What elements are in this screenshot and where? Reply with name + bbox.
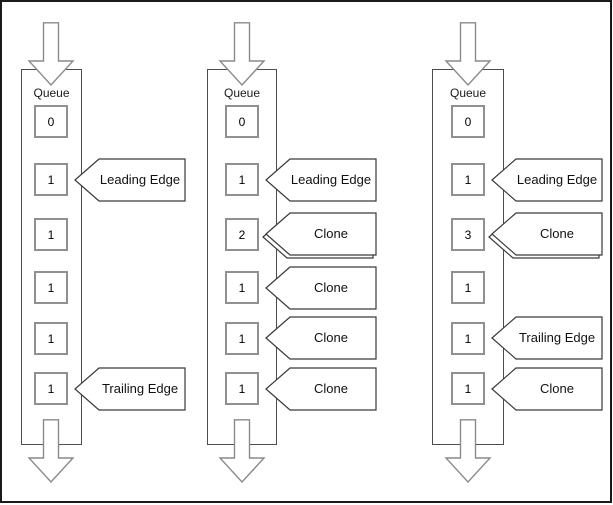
queue-cell: 0 [34,105,68,138]
queue-cell-value: 1 [464,381,472,396]
queue-cell: 1 [34,218,68,251]
queue-label: Queue [33,86,70,100]
down-arrow-top-icon [218,22,266,87]
callout-label: Leading Edge [99,172,181,187]
queue-cell-value: 1 [464,172,472,187]
callout-pointer-shape [491,316,603,360]
callout-pointer-shape [491,367,603,411]
queue-cell-value: 1 [47,381,55,396]
callout-label: Clone [540,226,574,241]
down-arrow-bottom-icon [27,419,75,484]
queue-cell-value: 1 [238,381,246,396]
queue-cell-value: 1 [47,227,55,242]
callout-label: Clone [314,226,348,241]
callout-clone-stacked: Clone [262,212,378,262]
queue-cell-value: 1 [238,172,246,187]
callout-clone-stacked: Clone [488,212,604,262]
queue-cell: 1 [451,163,485,196]
queue-cell-value: 0 [238,114,246,129]
callout-pointer-shape [265,158,377,202]
queue-cell-value: 2 [238,227,246,242]
queue-label: Queue [449,86,487,100]
callout-label: Clone [314,381,348,396]
queue-cell: 1 [34,163,68,196]
queue-cell: 1 [34,372,68,405]
callout-label: Leading Edge [290,172,372,187]
callout-label: Clone [540,381,574,396]
queue-cell: 0 [451,105,485,138]
down-arrow-top-icon [444,22,492,87]
queue-cell: 1 [451,322,485,355]
down-arrow-bottom-icon [218,419,266,484]
callout-clone: Clone [262,316,378,366]
callout-label: Trailing Edge [518,330,596,345]
callout-pointer-shape [265,266,377,310]
callout-clone: Clone [262,367,378,417]
queue-cell-value: 1 [464,280,472,295]
queue-cell-value: 1 [464,331,472,346]
queue-cell-value: 1 [47,172,55,187]
queue-cell: 1 [451,271,485,304]
queue-cell-value: 1 [238,331,246,346]
callout-label: Leading Edge [516,172,598,187]
callout-label: Clone [314,330,348,345]
queue-cell: 1 [225,163,259,196]
callout-label: Trailing Edge [101,381,179,396]
queue-cell-value: 0 [464,114,472,129]
callout-label: Clone [314,280,348,295]
queue-cell-value: 0 [47,114,55,129]
queue-cell: 0 [225,105,259,138]
callout-pointer-shape [74,158,186,202]
queue-cell-value: 1 [47,280,55,295]
callout-pointer-shape [262,212,377,259]
callout-pointer-shape [265,367,377,411]
queue-cell: 2 [225,218,259,251]
queue-label: Queue [223,86,261,100]
callout-leading-edge: Leading Edge [488,158,604,208]
queue-cell: 1 [34,322,68,355]
queue-cell: 1 [225,271,259,304]
queue-cell: 1 [451,372,485,405]
queue-cell: 1 [225,372,259,405]
callout-trailing-edge: Trailing Edge [488,316,604,366]
queue-cell: 1 [34,271,68,304]
callout-leading-edge: Leading Edge [262,158,378,208]
queue-cell-value: 1 [47,331,55,346]
down-arrow-top-icon [27,22,75,87]
callout-pointer-shape [491,158,603,202]
callout-trailing-edge: Trailing Edge [71,367,187,417]
callout-clone: Clone [488,367,604,417]
callout-clone: Clone [262,266,378,316]
down-arrow-bottom-icon [444,419,492,484]
callout-pointer-shape [488,212,603,259]
queue-cell: 3 [451,218,485,251]
queue-cell-value: 1 [238,280,246,295]
callout-leading-edge: Leading Edge [71,158,187,208]
queue-cell-value: 3 [464,227,472,242]
callout-pointer-shape [265,316,377,360]
callout-pointer-shape [74,367,186,411]
queue-cell: 1 [225,322,259,355]
